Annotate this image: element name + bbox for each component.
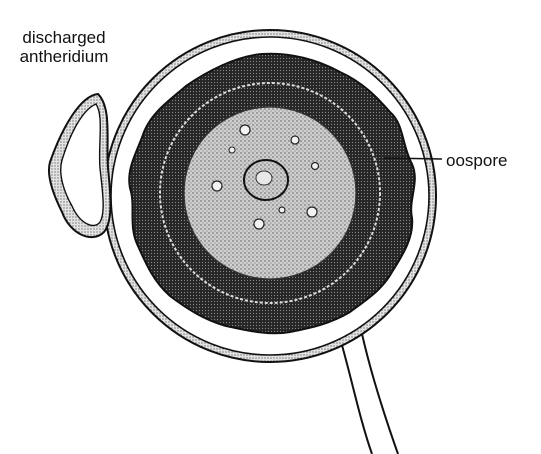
discharged-antheridium-label-line1: discharged [6,28,122,47]
discharged-antheridium [49,94,111,237]
discharged-antheridium-label-line2: antheridium [6,47,122,66]
oospore-label: oospore [446,151,507,170]
oogonium-stalk [340,334,398,454]
discharged-antheridium-label: discharged antheridium [6,28,122,66]
oospore-nucleus [244,160,288,200]
oospore-leader-line [384,158,442,159]
